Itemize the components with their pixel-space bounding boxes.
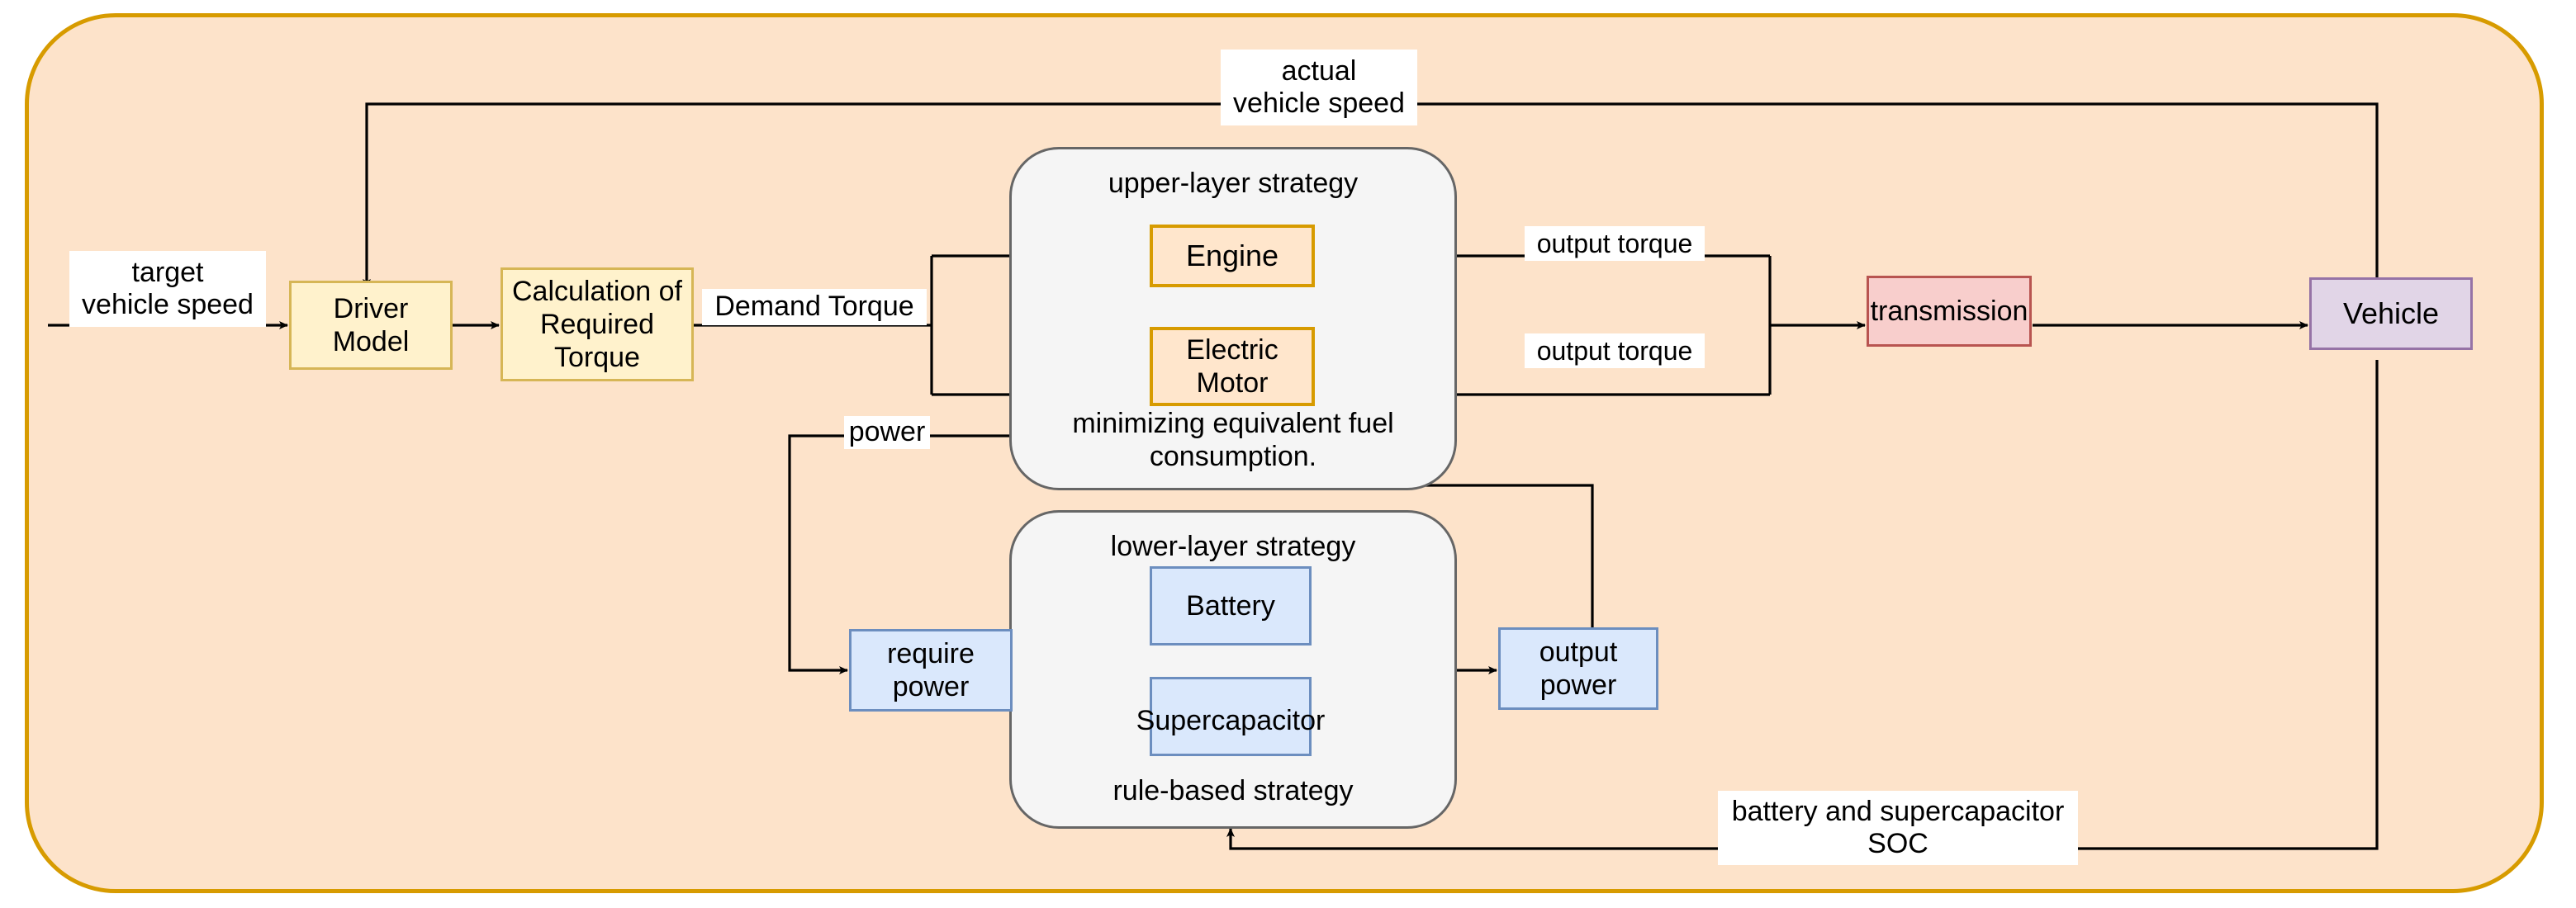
transmission-box[interactable]: transmission [1867,276,2032,347]
demand-torque-label: Demand Torque [702,289,927,325]
lower-layer-strategy-title: lower-layer strategy [1110,531,1356,562]
supercapacitor-box[interactable] [1150,677,1312,756]
upper-layer-strategy-title: upper-layer strategy [1108,168,1359,199]
lower-layer-strategy-subtitle: rule-based strategy [1112,775,1354,806]
upper-layer-strategy-group: upper-layer strategy minimizing equivale… [1009,147,1457,490]
engine-box[interactable]: Engine [1150,225,1315,287]
calculation-required-torque-box[interactable]: Calculation of Required Torque [500,267,694,381]
upper-layer-strategy-subtitle: minimizing equivalent fuel consumption. [1072,408,1394,473]
target-vehicle-speed-label: target vehicle speed [69,251,266,327]
battery-supercapacitor-soc-label: battery and supercapacitor SOC [1718,791,2078,865]
electric-motor-box[interactable]: Electric Motor [1150,327,1315,406]
output-torque-motor-label: output torque [1525,333,1705,368]
battery-box[interactable]: Battery [1150,566,1312,646]
supercapacitor-label: Supercapacitor [1136,705,1326,736]
lower-layer-strategy-group: lower-layer strategy rule-based strategy [1009,510,1457,829]
require-power-box[interactable]: require power [849,629,1013,712]
driver-model-box[interactable]: Driver Model [289,281,453,370]
actual-vehicle-speed-label: actual vehicle speed [1221,50,1417,125]
power-label: power [844,416,930,449]
output-torque-engine-label: output torque [1525,226,1705,261]
output-power-box[interactable]: output power [1498,627,1658,710]
vehicle-box[interactable]: Vehicle [2309,277,2473,350]
